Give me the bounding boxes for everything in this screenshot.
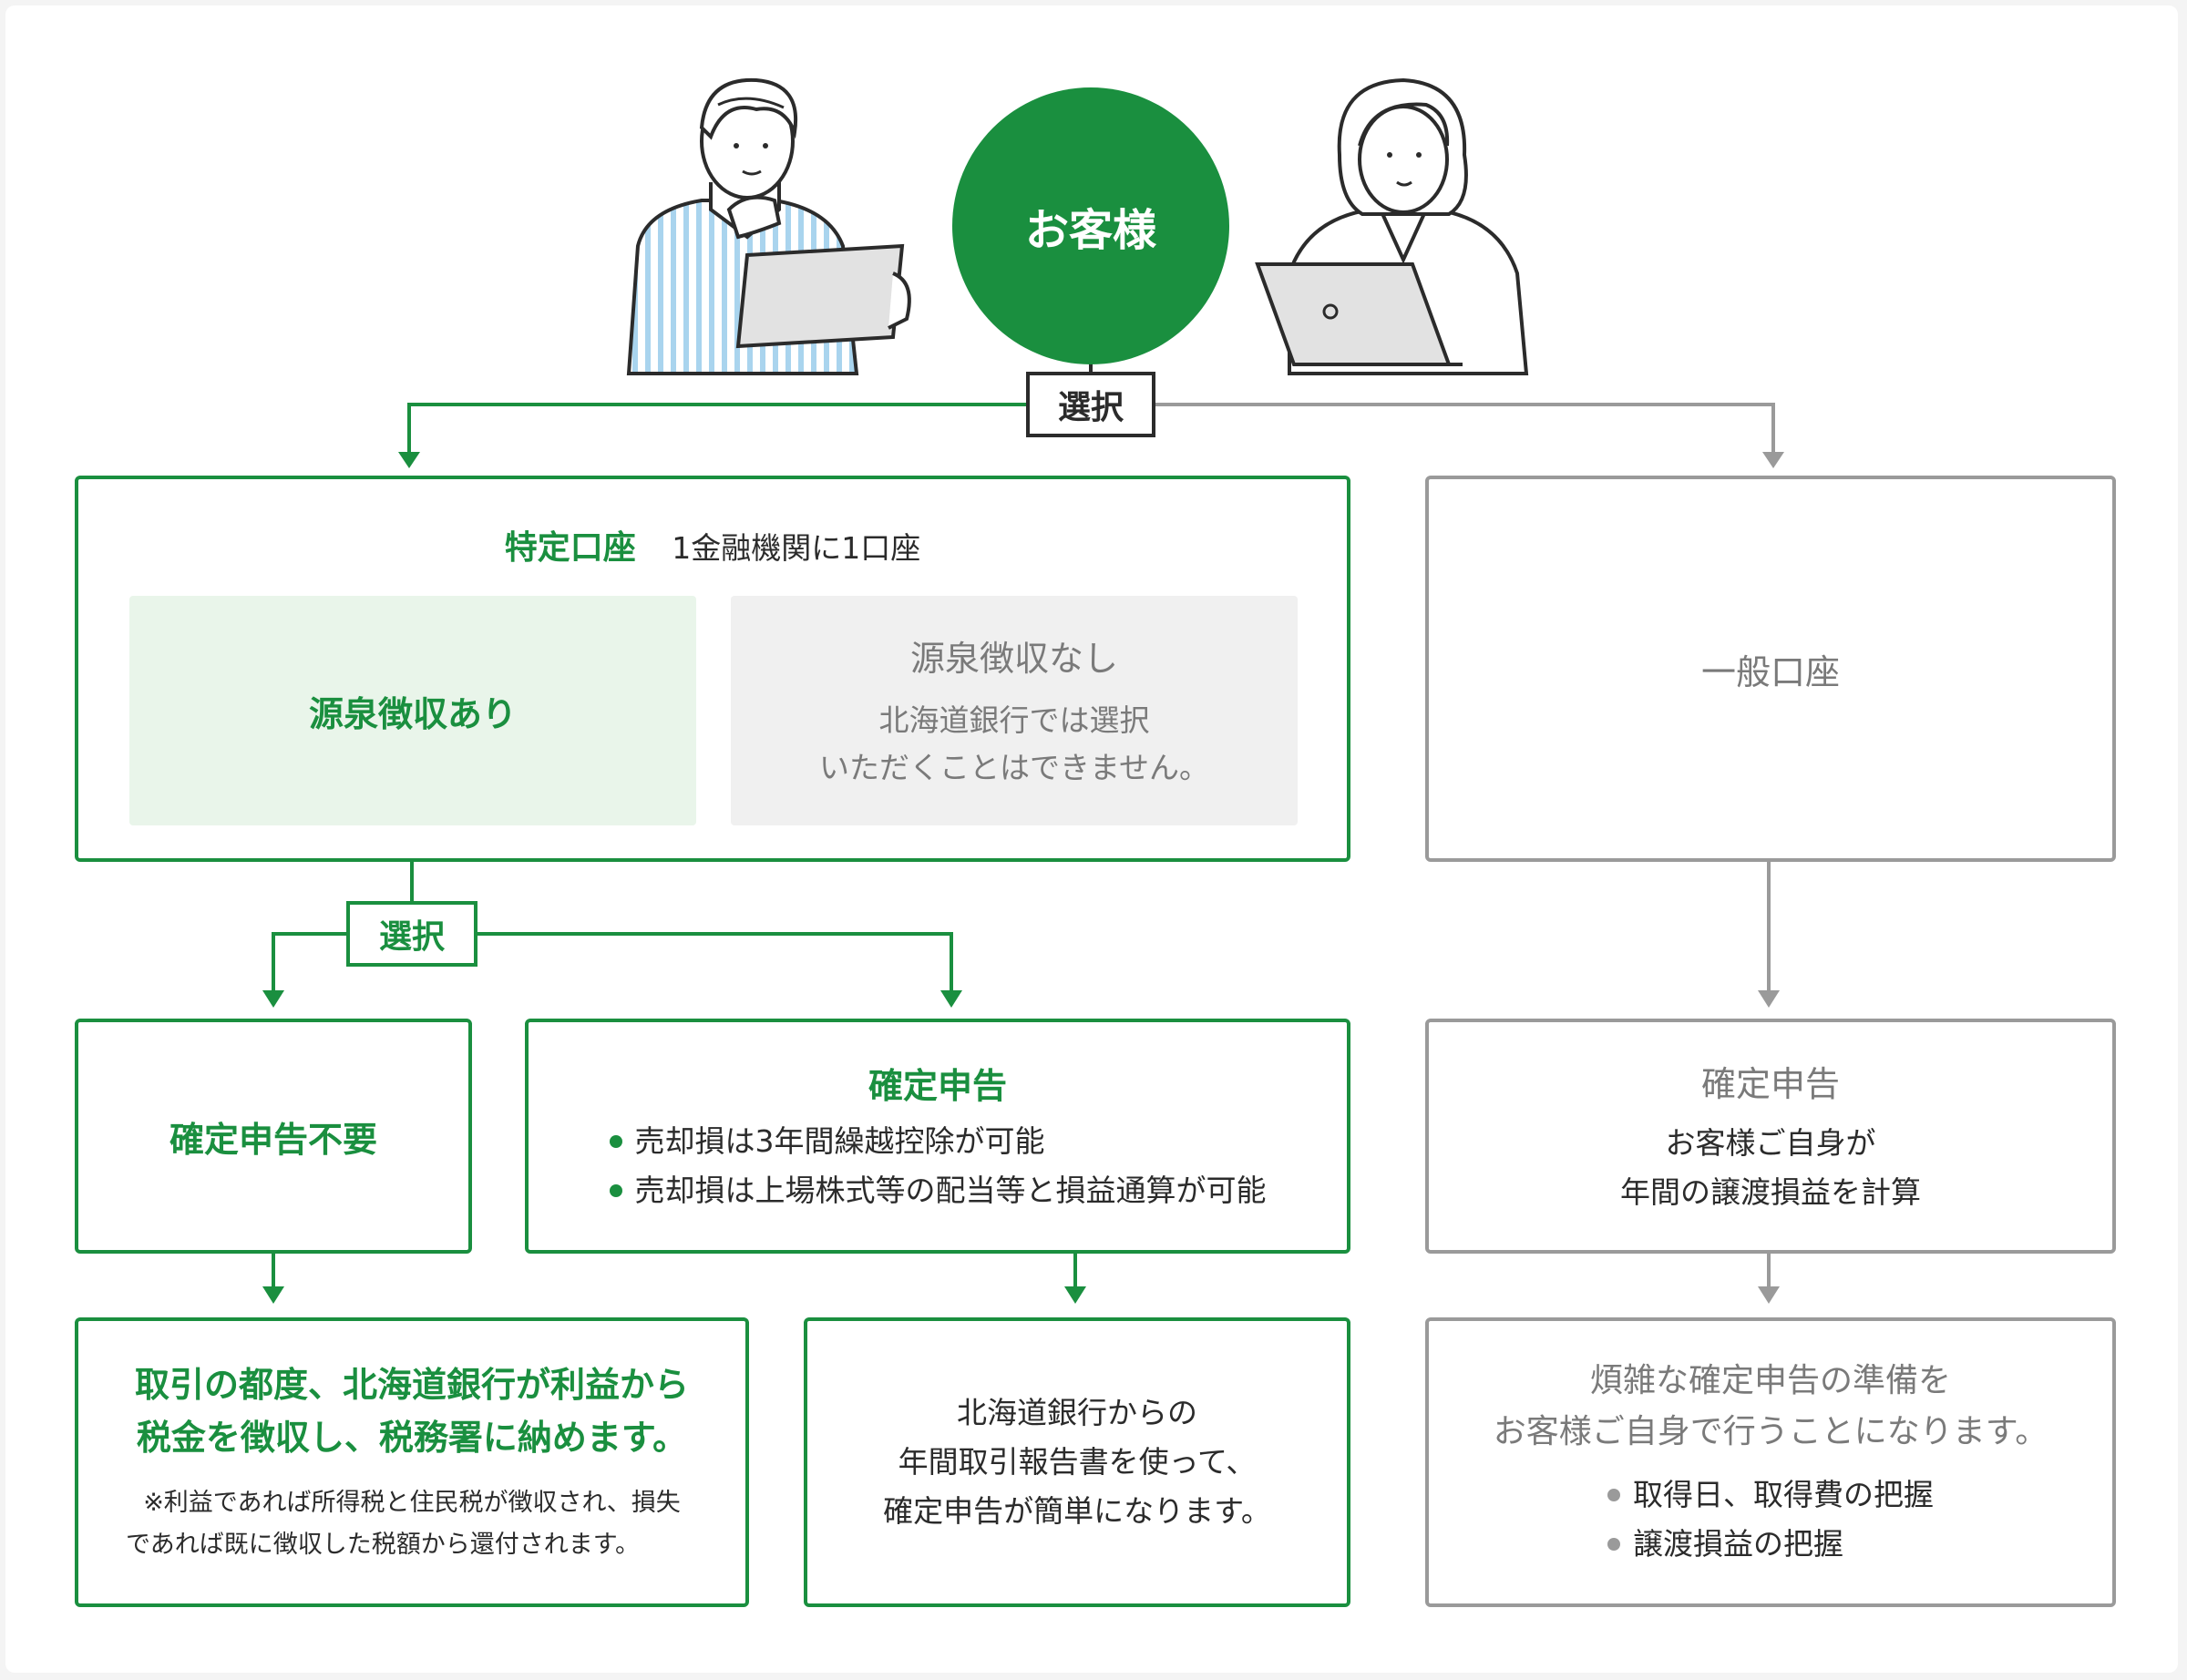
- general-account-title: 一般口座: [1700, 651, 1840, 692]
- specific-account-title: 特定口座: [504, 529, 636, 567]
- no-tax-return-title: 確定申告不要: [169, 1119, 377, 1160]
- general-tax-return-title: 確定申告: [1700, 1063, 1840, 1104]
- result-self-line-2: お客様ご自身で行うことになります。: [1493, 1413, 2048, 1450]
- tax-return-box: 確定申告 売却損は3年間繰越控除が可能 売却損は上場株式等の配当等と損益通算が可…: [525, 1019, 1350, 1254]
- general-tax-return-line-2: 年間の譲渡損益を計算: [1620, 1173, 1921, 1210]
- result-report-line-3: 確定申告が簡単になります。: [883, 1493, 1271, 1529]
- result-self-line-1: 煩雑な確定申告の準備を: [1589, 1362, 1951, 1399]
- withholding-no-box: 源泉徴収なし 北海道銀行では選択 いただくことはできません。: [731, 596, 1298, 825]
- tax-return-bullet-1: 売却損は3年間繰越控除が可能: [609, 1117, 1267, 1166]
- woman-with-laptop-illustration: [1255, 77, 1529, 375]
- select-label-top: 選択: [1026, 372, 1155, 437]
- withholding-yes-box: 源泉徴収あり: [129, 596, 696, 825]
- no-tax-return-box: 確定申告不要: [75, 1019, 472, 1254]
- specific-account-header: 特定口座 1金融機関に1口座: [78, 521, 1347, 569]
- withholding-no-label: 源泉徴収なし: [909, 638, 1118, 679]
- result-withholding-line-2: 税金を徴収し、税務署に納めます。: [136, 1418, 688, 1458]
- specific-account-box: 特定口座 1金融機関に1口座 源泉徴収あり 源泉徴収なし 北海道銀行では選択 い…: [75, 476, 1350, 862]
- result-withholding-note-2: であれば既に徴収した税額から還付されます。: [126, 1531, 641, 1559]
- withholding-no-note-1: 北海道銀行では選択: [878, 702, 1150, 738]
- general-tax-return-box: 確定申告 お客様ご自身が 年間の譲渡損益を計算: [1425, 1019, 2116, 1254]
- tax-return-title: 確定申告: [868, 1065, 1007, 1106]
- select-label-middle: 選択: [346, 901, 477, 967]
- tax-return-bullets: 売却損は3年間繰越控除が可能 売却損は上場株式等の配当等と損益通算が可能: [609, 1117, 1267, 1215]
- result-self-bullet-1: 取得日、取得費の把握: [1607, 1470, 1934, 1520]
- result-report-line-1: 北海道銀行からの: [957, 1395, 1197, 1430]
- result-report-box: 北海道銀行からの 年間取引報告書を使って、 確定申告が簡単になります。: [804, 1317, 1350, 1607]
- general-tax-return-line-1: お客様ご自身が: [1665, 1124, 1876, 1161]
- specific-account-subtitle: 1金融機関に1口座: [672, 530, 921, 566]
- general-account-box: 一般口座: [1425, 476, 2116, 862]
- customer-circle: お客様: [952, 87, 1229, 364]
- withholding-no-note-2: いただくことはできません。: [818, 749, 1209, 785]
- result-report-line-2: 年間取引報告書を使って、: [898, 1444, 1257, 1480]
- result-withholding-note-1: ※利益であれば所得税と住民税が徴収され、損失: [143, 1489, 681, 1517]
- result-self-bullets: 取得日、取得費の把握 譲渡損益の把握: [1607, 1470, 1934, 1569]
- result-withholding-box: 取引の都度、北海道銀行が利益から 税金を徴収し、税務署に納めます。 ※利益であれ…: [75, 1317, 749, 1607]
- tax-return-bullet-2: 売却損は上場株式等の配当等と損益通算が可能: [609, 1166, 1267, 1215]
- result-withholding-line-1: 取引の都度、北海道銀行が利益から: [134, 1365, 689, 1405]
- withholding-yes-label: 源泉徴収あり: [308, 693, 517, 734]
- result-self-bullet-2: 譲渡損益の把握: [1607, 1520, 1934, 1569]
- result-self-box: 煩雑な確定申告の準備を お客様ご自身で行うことになります。 取得日、取得費の把握…: [1425, 1317, 2116, 1607]
- man-with-tablet-illustration: [626, 77, 911, 375]
